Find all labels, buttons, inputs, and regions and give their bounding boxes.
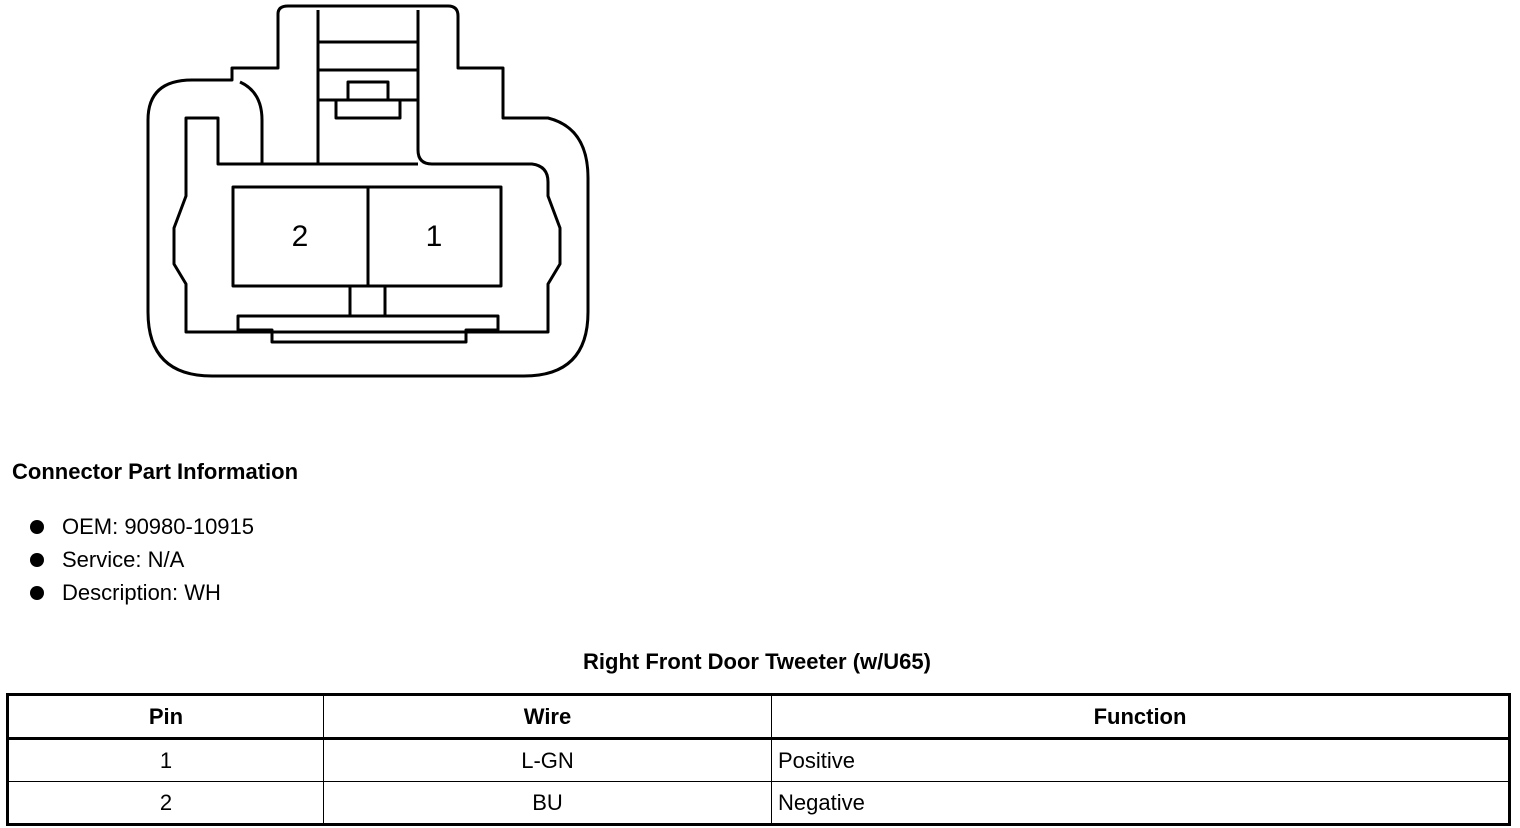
bullet-icon [30,520,44,534]
part-info-heading: Connector Part Information [12,459,299,484]
part-info-oem: OEM: 90980-10915 [62,514,255,539]
part-info-list: OEM: 90980-10915 Service: N/A Descriptio… [30,512,254,611]
lock-tab-base [334,98,402,120]
cell-pin: 1 [7,738,324,782]
cell-wire: BU [323,781,772,825]
list-item: Service: N/A [30,545,254,578]
table-row: 2 BU Negative [7,781,1510,825]
header-pin: Pin [7,694,324,740]
cell-function: Negative [771,781,1510,825]
cell-wire: L-GN [323,738,772,782]
list-item: Description: WH [30,578,254,611]
connector-latch-outline [239,80,264,164]
cell-function: Positive [771,738,1510,782]
cavity-label-1: 1 [426,220,443,253]
cavity-1 [366,185,503,288]
bottom-key-rail [236,314,500,344]
part-info-service: Service: N/A [62,547,185,572]
lock-tab [346,80,390,102]
table-row: 1 L-GN Positive [7,738,1510,782]
cell-pin: 2 [7,781,324,825]
header-function: Function [771,694,1510,740]
part-info-description: Description: WH [62,580,221,605]
bullet-icon [30,553,44,567]
bullet-icon [30,586,44,600]
connector-inner-body [172,116,562,334]
table-header-row: Pin Wire Function [7,694,1510,740]
connector-latch-inner [316,10,433,166]
header-wire: Wire [323,694,772,740]
table-title: Right Front Door Tweeter (w/U65) [583,649,931,674]
pin-table: Pin Wire Function 1 L-GN Positive 2 BU N… [6,693,1511,826]
connector-face-diagram: 2 1 [146,4,590,378]
connector-outer-housing [146,4,590,378]
list-item: OEM: 90980-10915 [30,512,254,545]
cavity-label-2: 2 [292,220,309,253]
